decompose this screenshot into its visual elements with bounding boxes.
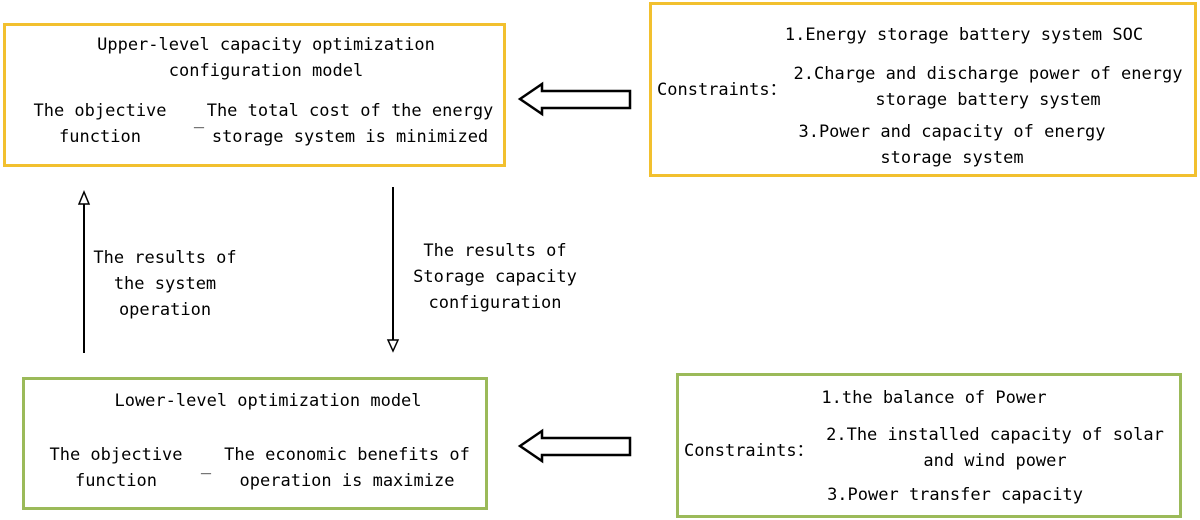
upper-objective-label-line2: function bbox=[59, 127, 141, 147]
arrow-down-label-line2: Storage capacity bbox=[413, 267, 577, 287]
upper-constraints-label: Constraints： bbox=[657, 80, 787, 100]
lower-constraint-1: 1.the balance of Power bbox=[821, 388, 1047, 408]
lower-objective-text-line2: operation is maximize bbox=[239, 471, 455, 491]
arrow-down-label-line3: configuration bbox=[428, 293, 562, 313]
arrow-up-icon bbox=[77, 190, 91, 353]
arrow-up-label: The results of the system operation bbox=[90, 245, 240, 323]
arrow-down-label: The results of Storage capacity configur… bbox=[405, 238, 585, 316]
upper-model-title-line1: Upper-level capacity optimization bbox=[97, 35, 435, 55]
lower-constraint-2-line2: and wind power bbox=[923, 451, 1067, 471]
lower-constraints-box: Constraints： 1.the balance of Power 2.Th… bbox=[676, 373, 1182, 518]
upper-constraints-box: Constraints： 1.Energy storage battery sy… bbox=[649, 2, 1197, 177]
lower-model-title: Lower-level optimization model bbox=[114, 391, 422, 411]
upper-constraint-3-line1: 3.Power and capacity of energy bbox=[798, 122, 1106, 142]
lower-constraints-label: Constraints： bbox=[684, 441, 814, 461]
arrow-up-label-line1: The results of bbox=[93, 248, 237, 268]
lower-objective-text-line1: The economic benefits of bbox=[224, 445, 470, 465]
block-arrow-left-lower-icon bbox=[517, 428, 632, 464]
upper-objective-text-line2: storage system is minimized bbox=[211, 127, 489, 147]
upper-constraint-2-line2: storage battery system bbox=[875, 90, 1101, 110]
lower-constraint-3: 3.Power transfer capacity bbox=[827, 485, 1083, 505]
upper-objective-separator: _ bbox=[193, 109, 205, 129]
lower-model-box: Lower-level optimization model The objec… bbox=[22, 377, 488, 510]
arrow-down-label-line1: The results of bbox=[423, 241, 567, 261]
arrow-down-icon bbox=[386, 187, 400, 353]
block-arrow-left-upper-icon bbox=[517, 81, 632, 117]
lower-objective-label-line1: The objective bbox=[49, 445, 183, 465]
upper-objective-label-line1: The objective bbox=[33, 101, 167, 121]
upper-model-title-line2: configuration model bbox=[168, 61, 364, 81]
lower-objective-label-line2: function bbox=[75, 471, 157, 491]
arrow-up-label-line3: operation bbox=[118, 300, 212, 320]
upper-model-box: Upper-level capacity optimization config… bbox=[3, 23, 506, 167]
upper-constraint-2-line1: 2.Charge and discharge power of energy bbox=[793, 64, 1183, 84]
arrow-up-label-line2: the system bbox=[113, 274, 217, 294]
lower-constraint-2-line1: 2.The installed capacity of solar bbox=[826, 425, 1164, 445]
upper-objective-text-line1: The total cost of the energy bbox=[206, 101, 494, 121]
upper-constraint-1: 1.Energy storage battery system SOC bbox=[784, 25, 1144, 45]
lower-objective-separator: _ bbox=[200, 455, 212, 475]
upper-constraint-3-line2: storage system bbox=[880, 148, 1024, 168]
